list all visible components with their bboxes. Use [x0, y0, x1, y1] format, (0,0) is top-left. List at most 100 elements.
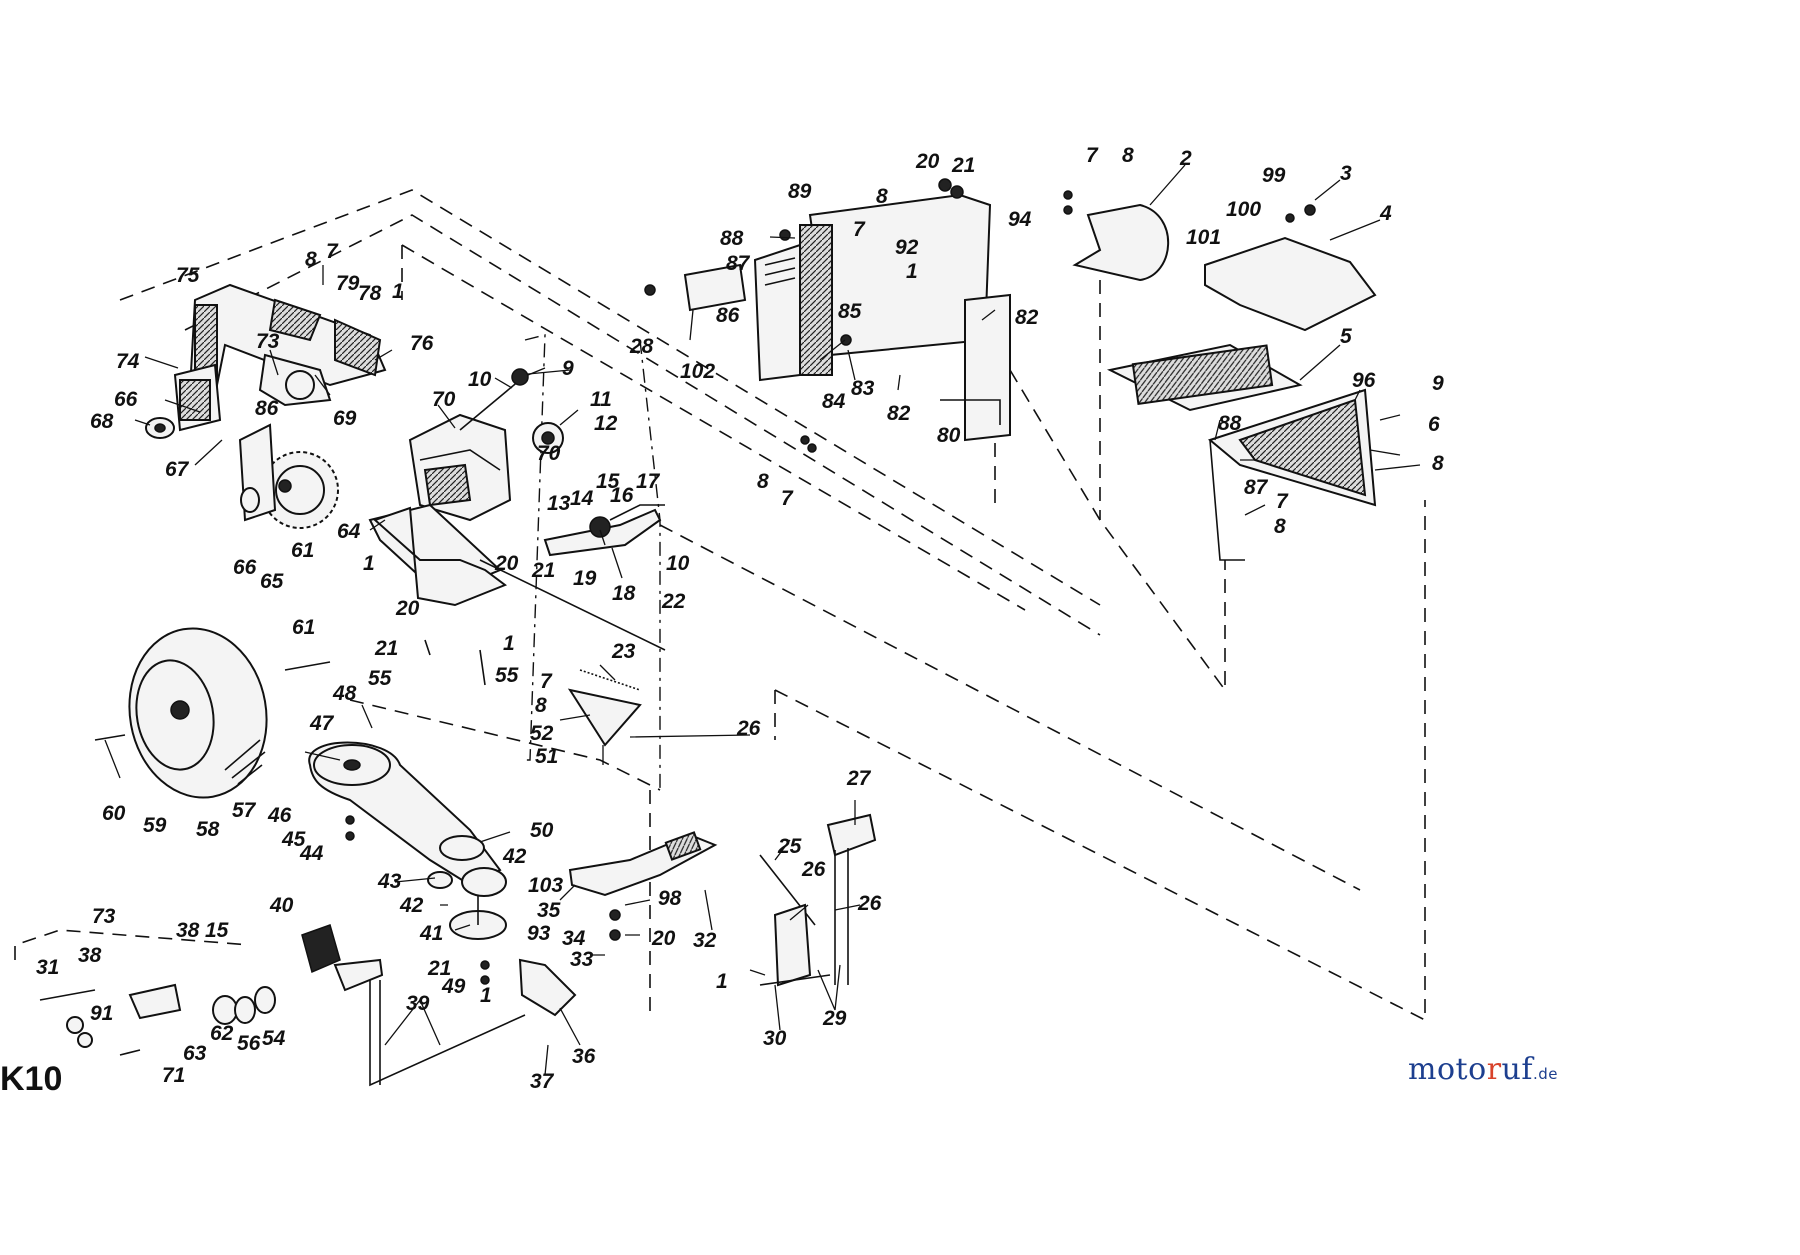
callout-label: 38	[176, 919, 200, 942]
callout-label: 17	[636, 470, 661, 493]
callout-label: 82	[1015, 306, 1039, 329]
logo-text-part: r	[1486, 1052, 1502, 1087]
callout-label: 1	[503, 632, 515, 655]
callout-label: 52	[530, 722, 554, 745]
callout-label: 9	[1432, 372, 1444, 395]
callout-label: 79	[336, 272, 360, 295]
callout-label: 70	[432, 388, 456, 411]
callout-label: 103	[528, 874, 563, 897]
callout-label: 86	[716, 304, 740, 327]
callout-label: 8	[305, 248, 317, 271]
callout-label: 54	[262, 1027, 286, 1050]
callout-label: 83	[851, 377, 875, 400]
callout-label: 41	[419, 922, 443, 945]
callout-label: 10	[468, 368, 492, 391]
callout-label: 1	[480, 984, 492, 1007]
callout-label: 12	[594, 412, 618, 435]
callout-label: 59	[143, 814, 167, 837]
callout-label: 11	[590, 388, 612, 411]
callout-label: 22	[661, 590, 686, 613]
callout-label: 7	[781, 487, 794, 510]
callout-label: 46	[267, 804, 292, 827]
callout-label: 78	[358, 282, 382, 305]
callout-label: 45	[281, 828, 306, 851]
callout-label: 1	[392, 280, 404, 303]
callout-label: 1	[906, 260, 918, 283]
callout-label: 37	[530, 1070, 555, 1093]
logo-text-part: moto	[1408, 1052, 1487, 1087]
callout-label: 100	[1226, 198, 1261, 221]
callout-label: 93	[527, 922, 551, 945]
callout-label: 26	[857, 892, 882, 915]
callout-label: 66	[114, 388, 138, 411]
callout-label: 7	[853, 218, 866, 241]
callout-label: 15	[205, 919, 229, 942]
callout-label: 27	[846, 767, 872, 790]
callout-label: 3	[1340, 162, 1352, 185]
exploded-parts-diagram: 75 8 7 79 78 1 76 74 73 66 68 86 69 67 6…	[0, 144, 1444, 1095]
callout-label: 21	[531, 559, 555, 582]
callout-label: 99	[1262, 164, 1286, 187]
callout-label: 28	[629, 335, 654, 358]
callout-label: 56	[237, 1032, 261, 1055]
callout-label: 73	[256, 330, 280, 353]
callout-label: 18	[612, 582, 636, 605]
callout-label: 5	[1340, 325, 1352, 348]
callout-label: 61	[292, 616, 315, 639]
section-id: K10	[0, 1060, 62, 1095]
callout-label: 21	[427, 957, 451, 980]
callout-label: 57	[232, 799, 257, 822]
callout-label: 61	[291, 539, 314, 562]
callout-label: 88	[1218, 412, 1242, 435]
callout-label: 15	[596, 470, 620, 493]
callout-label: 8	[1274, 515, 1286, 538]
callout-label: 14	[570, 487, 594, 510]
callout-label: 80	[937, 424, 961, 447]
callout-label: 23	[611, 640, 636, 663]
clutch-bracket	[568, 831, 718, 897]
callout-label: 102	[680, 360, 715, 383]
logo-suffix: .de	[1532, 1065, 1558, 1083]
callout-label: 7	[1276, 490, 1289, 513]
callout-label: 87	[726, 252, 751, 275]
callout-label: 43	[377, 870, 402, 893]
callout-label: 55	[495, 664, 519, 687]
rear-housing-assembly	[145, 283, 387, 439]
callout-label: 8	[1432, 452, 1444, 475]
callout-label: 1	[716, 970, 728, 993]
callout-label: 76	[410, 332, 434, 355]
callout-label: 44	[299, 842, 324, 865]
front-grille	[1207, 388, 1377, 561]
shift-linkage	[479, 504, 666, 651]
callout-numbers: 75 8 7 79 78 1 76 74 73 66 68 86 69 67 6…	[36, 144, 1444, 1093]
callout-label: 73	[92, 905, 116, 928]
callout-label: 98	[658, 887, 682, 910]
callout-label: 30	[763, 1027, 787, 1050]
callout-label: 39	[406, 992, 430, 1015]
assembly-guide-lines	[14, 189, 1426, 1022]
callout-label: 88	[720, 227, 744, 250]
callout-label: 21	[951, 154, 975, 177]
callout-label: 20	[395, 597, 420, 620]
callout-label: 21	[374, 637, 398, 660]
spring-bracket	[567, 669, 642, 765]
sprocket-assembly	[238, 423, 339, 529]
callout-label: 62	[210, 1022, 234, 1045]
callout-label: 84	[822, 390, 846, 413]
callout-label: 7	[1086, 144, 1099, 167]
callout-label: 58	[196, 818, 220, 841]
callout-label: 33	[570, 948, 594, 971]
callout-label: 16	[610, 484, 634, 507]
callout-label: 75	[176, 264, 200, 287]
dashboard-panel	[683, 193, 1011, 442]
callout-label: 68	[90, 410, 114, 433]
callout-label: 26	[801, 858, 826, 881]
callout-label: 65	[260, 570, 284, 593]
callout-label: 89	[788, 180, 812, 203]
callout-label: 47	[309, 712, 335, 735]
callout-label: 25	[777, 835, 802, 858]
callout-label: 7	[540, 670, 553, 693]
callout-label: 101	[1186, 226, 1221, 249]
callout-label: 10	[666, 552, 690, 575]
callout-label: 60	[102, 802, 126, 825]
